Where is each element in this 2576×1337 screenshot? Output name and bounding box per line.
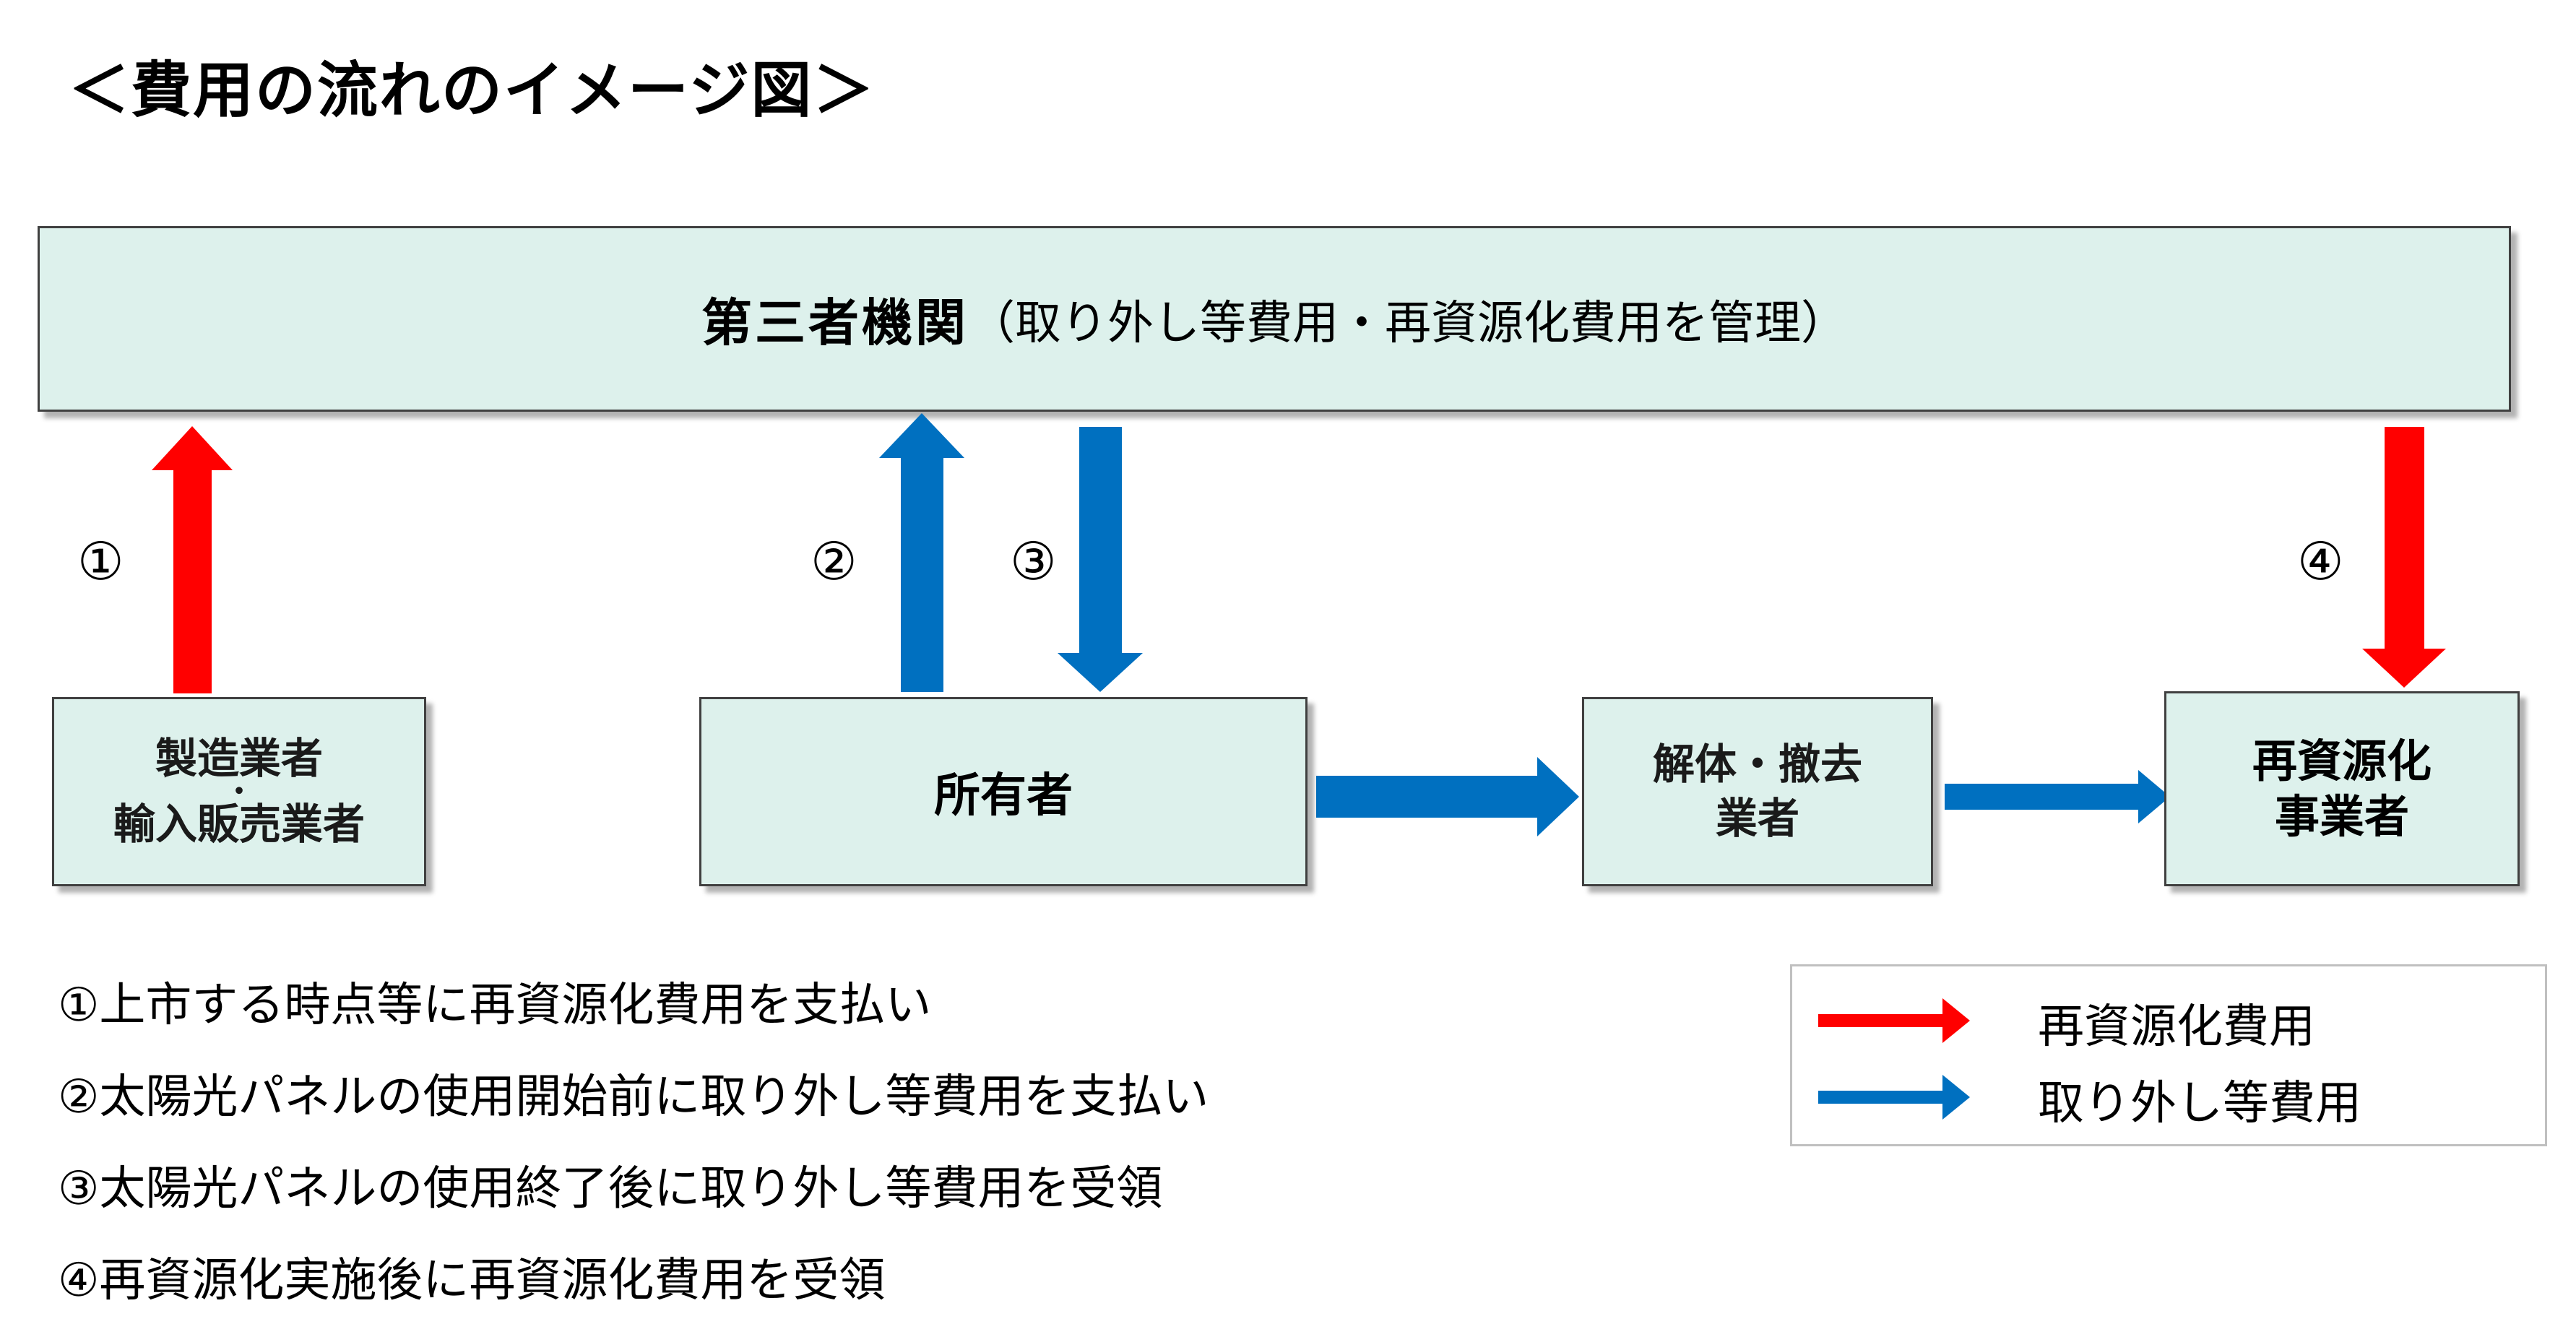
legend: 再資源化費用 取り外し等費用 — [1790, 964, 2547, 1146]
note-2: ②太陽光パネルの使用開始前に取り外し等費用を支払い — [58, 1070, 1209, 1124]
arrow-dismantler-to-recycler — [1945, 770, 2170, 823]
legend-red-arrow — [1818, 998, 1970, 1043]
arrow-4-red-down — [2362, 427, 2446, 688]
step-number-4: ④ — [2297, 531, 2344, 592]
arrow-owner-to-dismantler — [1316, 757, 1579, 836]
step-number-3: ③ — [1010, 531, 1057, 592]
note-4: ④再資源化実施後に再資源化費用を受領 — [58, 1254, 886, 1307]
legend-row-removal-cost: 取り外し等費用 — [1792, 1056, 2545, 1130]
importer-seller-label: 輸入販売業者 — [113, 800, 365, 849]
manufacturer-label: 製造業者 — [155, 734, 323, 784]
third-party-organization-label: 第三者機関 — [701, 293, 969, 352]
dismantler-label-line1: 解体・撤去 — [1652, 739, 1862, 789]
legend-blue-label: 取り外し等費用 — [2038, 1077, 2361, 1130]
legend-row-recycling-cost: 再資源化費用 — [1792, 979, 2545, 1054]
step-notes: ①上市する時点等に再資源化費用を支払い ②太陽光パネルの使用開始前に取り外し等費… — [58, 968, 1209, 1335]
third-party-organization-note: （取り外し等費用・再資源化費用を管理） — [969, 296, 1847, 350]
diagram-title: ＜費用の流れのイメージ図＞ — [69, 55, 876, 126]
legend-red-label: 再資源化費用 — [2038, 1000, 2315, 1054]
owner-label: 所有者 — [934, 769, 1073, 823]
note-1: ①上市する時点等に再資源化費用を支払い — [58, 979, 932, 1032]
recycler-label-line2: 事業者 — [2274, 790, 2409, 843]
recycler-label-line1: 再資源化 — [2252, 734, 2432, 787]
arrow-2-blue-up — [879, 413, 964, 692]
legend-blue-arrow — [1818, 1075, 1970, 1120]
recycler-box: 再資源化 事業者 — [2164, 691, 2520, 886]
dismantler-label-line2: 業者 — [1715, 794, 1799, 843]
step-number-1: ① — [77, 531, 124, 592]
manufacturer-importer-box: 製造業者 ・ 輸入販売業者 — [52, 697, 426, 886]
separator-dot: ・ — [225, 775, 254, 808]
step-number-2: ② — [811, 531, 857, 592]
arrow-1-red-up — [152, 426, 233, 693]
arrow-3-blue-down — [1058, 427, 1143, 692]
third-party-organization-box: 第三者機関 （取り外し等費用・再資源化費用を管理） — [38, 226, 2511, 412]
note-3: ③太陽光パネルの使用終了後に取り外し等費用を受領 — [58, 1162, 1163, 1216]
owner-box: 所有者 — [699, 697, 1308, 886]
dismantler-box: 解体・撤去 業者 — [1582, 697, 1933, 886]
